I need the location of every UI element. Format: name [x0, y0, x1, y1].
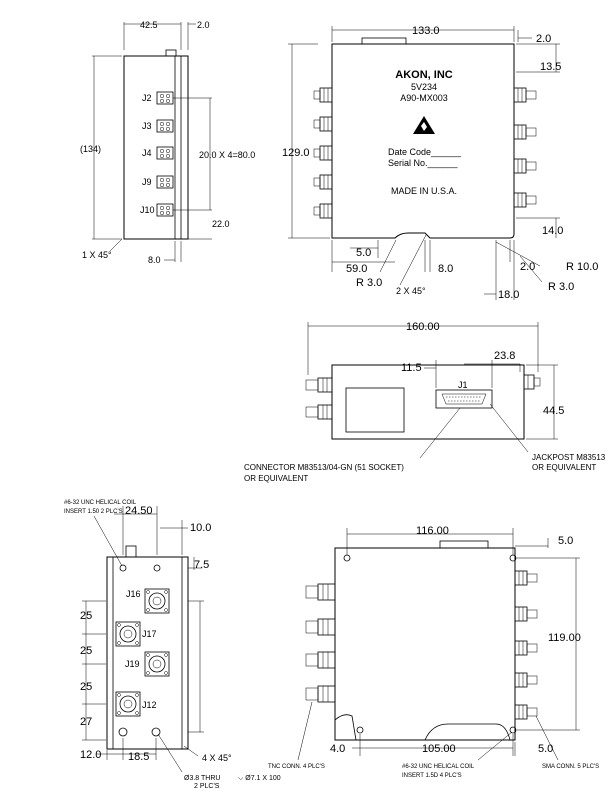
dim-8: 8.0 — [148, 255, 161, 265]
dim-7-5: 7.5 — [194, 559, 209, 571]
note-connector-line2: OR EQUIVALENT — [244, 474, 308, 483]
view-bottom-dsub: J1 160.00 11.5 23.8 44.5 CONNECTOR M8351… — [244, 321, 606, 483]
dim-105: 105.00 — [422, 743, 456, 755]
note-sma: SMA CONN. 5 PLC'S — [542, 764, 599, 770]
port-label-j12: J12 — [142, 700, 157, 710]
dim-5: 5.0 — [356, 247, 371, 259]
side-port-connectors — [156, 91, 174, 217]
note-hole-thru: Ø3.8 THRU — [184, 775, 220, 782]
dim-22: 22.0 — [212, 219, 230, 229]
bottom-left-connectors — [305, 377, 333, 420]
dim-r3-left: R 3.0 — [356, 277, 382, 289]
dim-5-bottom: 5.0 — [538, 743, 553, 755]
dim-160: 160.00 — [406, 321, 440, 333]
view-side-ports: J2 J3 J4 J9 J10 42.5 2.0 (134) 20.0 X 4=… — [80, 20, 255, 265]
port-label-j9: J9 — [142, 177, 152, 187]
port-label-j16: J16 — [126, 589, 141, 599]
label-serial: Serial No.______ — [388, 158, 459, 168]
dim-2-top: 2.0 — [536, 33, 551, 45]
view-top-tnc: 116.00 5.0 119.00 4.0 105.00 5.0 TNC CON… — [268, 525, 599, 779]
note-coil-top-line1: #6-32 UNC HELICAL COIL — [402, 764, 475, 770]
dim-left-25-c: 25 — [80, 681, 92, 693]
note-coil-line1: #6-32 UNC HELICAL COIL — [64, 500, 137, 506]
dim-chamfer: 1 X 45° — [82, 250, 112, 260]
dim-18-5: 18.5 — [128, 751, 149, 763]
dim-59: 59.0 — [346, 263, 367, 275]
square-connectors — [115, 588, 170, 717]
dim-r3-right: R 3.0 — [548, 281, 574, 293]
note-hole-countersink: ⌵ Ø7.1 X 100 — [238, 775, 281, 782]
note-jackpost-line2: OR EQUIVALENT — [532, 463, 596, 472]
sma-connectors — [514, 570, 538, 720]
dim-14: 14.0 — [542, 225, 563, 237]
note-connector-line1: CONNECTOR M83513/04-GN (51 SOCKET) — [244, 463, 404, 472]
label-part: A90-MX003 — [400, 93, 448, 103]
dim-18: 18.0 — [498, 289, 519, 301]
port-label-j17: J17 — [142, 629, 157, 639]
port-label-j3: J3 — [142, 121, 152, 131]
note-coil-top-line2: INSERT 1.5D 4 PLC'S — [402, 773, 462, 779]
dim-129: 129.0 — [282, 147, 310, 159]
note-coil-line2: INSERT 1.50 2 PLC'S — [64, 509, 123, 515]
note-tnc: TNC CONN. 4 PLC'S — [268, 764, 325, 770]
tnc-connectors — [305, 583, 336, 703]
dim-pitch: 20.0 X 4=80.0 — [199, 150, 255, 160]
label-origin: MADE IN U.S.A. — [391, 186, 457, 196]
connector-j1-label: J1 — [458, 380, 468, 390]
dim-44-5: 44.5 — [543, 405, 564, 417]
esd-warning-icon — [413, 116, 435, 134]
note-jackpost-line1: JACKPOST M83513 — [532, 453, 606, 462]
dim-116: 116.00 — [416, 525, 449, 537]
dim-left-25-a: 25 — [80, 610, 92, 622]
right-sma-connectors — [513, 87, 537, 208]
dim-2-bottom: 2.0 — [520, 261, 535, 273]
dim-8-front: 8.0 — [438, 263, 453, 275]
port-label-j2: J2 — [142, 93, 152, 103]
dim-2x45: 2 X 45° — [396, 286, 426, 296]
note-hole-plcs: 2 PLC'S — [194, 783, 220, 790]
dim-12: 12.0 — [80, 749, 101, 761]
dim-24-5: 24.50 — [125, 505, 153, 517]
port-label-j19: J19 — [125, 659, 140, 669]
left-sma-connectors — [313, 87, 333, 219]
dim-4: 4.0 — [330, 743, 345, 755]
dim-11-5: 11.5 — [401, 362, 422, 374]
bottom-right-connector — [523, 374, 541, 390]
dim-134: (134) — [80, 144, 101, 154]
dim-42-5: 42.5 — [140, 20, 158, 30]
label-model: 5V234 — [411, 82, 437, 92]
dim-left-25-b: 25 — [80, 645, 92, 657]
dim-133: 133.0 — [412, 25, 440, 37]
dim-5-top: 5.0 — [558, 535, 573, 547]
label-date-code: Date Code______ — [388, 147, 462, 157]
dim-10: 10.0 — [190, 522, 211, 534]
dim-r10: R 10.0 — [566, 261, 598, 273]
port-label-j4: J4 — [142, 148, 152, 158]
dim-left-27: 27 — [80, 716, 92, 728]
view-front-label: AKON, INC 5V234 A90-MX003 Date Code_____… — [282, 25, 598, 301]
label-company: AKON, INC — [395, 69, 453, 81]
dim-4x45: 4 X 45° — [202, 753, 232, 763]
port-label-j10: J10 — [140, 205, 155, 215]
dim-13-5: 13.5 — [540, 61, 561, 73]
dim-119: 119.00 — [548, 632, 581, 644]
view-side-connectors: J16 J17 J19 J12 #6-32 UNC HELICAL COIL I… — [64, 500, 281, 790]
dim-23-8: 23.8 — [494, 350, 515, 362]
d-sub-connector-j1 — [435, 389, 493, 409]
dim-2-0: 2.0 — [197, 20, 210, 30]
